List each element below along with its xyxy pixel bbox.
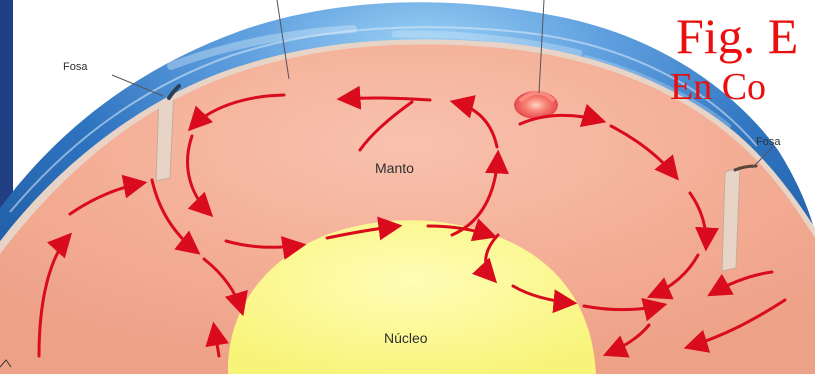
right-trench-label: Fosa xyxy=(756,136,780,148)
mantle-label: Manto xyxy=(375,160,414,176)
figure-title-line-2: En Co xyxy=(670,68,766,106)
figure-title-line-1: Fig. E xyxy=(676,11,798,61)
core-label: Núcleo xyxy=(384,330,428,346)
left-trench-label: Fosa xyxy=(63,61,87,73)
